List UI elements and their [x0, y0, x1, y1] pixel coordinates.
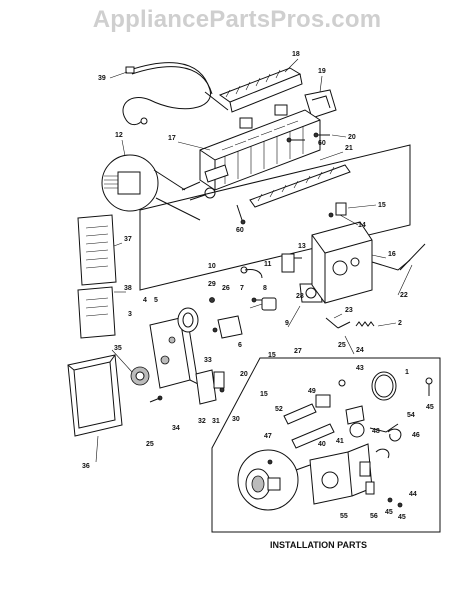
screw-20 — [313, 132, 330, 138]
wiring-harness — [122, 62, 229, 126]
callout-label: 52 — [275, 406, 283, 413]
callout-labels: 39 18 19 12 17 20 60 21 60 15 14 37 13 1… — [82, 51, 434, 521]
callout-label: 38 — [124, 285, 132, 292]
callout-label: 43 — [356, 365, 364, 372]
callout-label: 28 — [296, 293, 304, 300]
lever-24 — [325, 317, 351, 329]
callout-label: 15 — [260, 391, 268, 398]
callout-label: 30 — [232, 416, 240, 423]
switch-plate-assembly — [149, 369, 225, 405]
callout-label: 31 — [212, 418, 220, 425]
callout-label: 23 — [345, 307, 353, 314]
callout-label: 22 — [400, 292, 408, 299]
callout-label: 19 — [318, 68, 326, 75]
callout-label: 35 — [114, 345, 122, 352]
callout-label: 25 — [146, 441, 154, 448]
instruction-sheet-38 — [77, 286, 116, 339]
drive-motor — [177, 307, 199, 333]
callout-label: 12 — [115, 132, 123, 139]
callout-label: 4 — [143, 297, 147, 304]
clip-15 — [328, 202, 347, 218]
callout-label: 56 — [370, 513, 378, 520]
callout-label: 11 — [264, 261, 272, 268]
callout-label: 8 — [263, 285, 267, 292]
cable-clamps — [375, 428, 402, 459]
callout-label: 15 — [268, 352, 276, 359]
callout-label: 10 — [208, 263, 216, 270]
callout-label: 45 — [385, 509, 393, 516]
callout-label: 26 — [222, 285, 230, 292]
callout-label: 3 — [128, 311, 132, 318]
callout-label: 7 — [240, 285, 244, 292]
front-cover — [67, 354, 123, 437]
callout-label: 45 — [426, 404, 434, 411]
callout-label: 34 — [172, 425, 180, 432]
water-valve-switch-13 — [281, 253, 302, 273]
callout-label: 60 — [236, 227, 244, 234]
callout-label: 48 — [372, 428, 380, 435]
shutoff-bracket — [304, 89, 337, 119]
water-tube-fittings — [283, 379, 399, 449]
callout-label: 18 — [292, 51, 300, 58]
callout-label: 27 — [294, 348, 302, 355]
callout-label: 40 — [318, 441, 326, 448]
shutoff-arm — [240, 266, 263, 303]
small-fittings — [365, 377, 433, 508]
connector-detail-circle — [101, 154, 201, 221]
callout-label: 2 — [398, 320, 402, 327]
holding-switch — [209, 297, 243, 339]
callout-label: 32 — [198, 418, 206, 425]
water-fill-cup — [249, 164, 351, 208]
callout-label: 29 — [208, 281, 216, 288]
callout-label: 45 — [398, 514, 406, 521]
callout-label: 39 — [98, 75, 106, 82]
leader-lines — [95, 58, 413, 463]
thermostat-9 — [249, 297, 277, 311]
water-valve-assembly — [309, 443, 373, 505]
callout-label: 25 — [338, 342, 346, 349]
callout-label: 33 — [204, 357, 212, 364]
callout-label: 60 — [318, 140, 326, 147]
valve-detail-circle — [237, 449, 311, 511]
callout-label: 24 — [356, 347, 364, 354]
callout-label: 37 — [124, 236, 132, 243]
shutoff-rod — [399, 243, 426, 271]
callout-label: 5 — [154, 297, 158, 304]
callout-label: 47 — [264, 433, 272, 440]
installation-parts-title: INSTALLATION PARTS — [270, 540, 367, 550]
callout-label: 20 — [240, 371, 248, 378]
instruction-sheet-37 — [77, 214, 117, 286]
callout-label: 16 — [388, 251, 396, 258]
mounting-housing — [311, 221, 411, 304]
callout-label: 36 — [82, 463, 90, 470]
drive-gear — [130, 366, 150, 386]
ring-clamp — [371, 371, 397, 401]
callout-label: 55 — [340, 513, 348, 520]
callout-label: 44 — [409, 491, 417, 498]
callout-label: 46 — [412, 432, 420, 439]
callout-label: 6 — [238, 342, 242, 349]
ice-stripper — [218, 67, 303, 113]
callout-label: 15 — [378, 202, 386, 209]
spring-2 — [355, 321, 375, 327]
callout-label: 20 — [348, 134, 356, 141]
callout-label: 21 — [345, 145, 353, 152]
watermark: AppliancePartsPros.com — [92, 6, 382, 33]
installation-parts-box — [211, 357, 441, 533]
screw-60a — [286, 137, 305, 143]
callout-label: 49 — [308, 388, 316, 395]
callout-label: 41 — [336, 438, 344, 445]
callout-label: 1 — [405, 369, 409, 376]
screw-60b — [236, 204, 246, 225]
mounting-plate-outline — [139, 144, 411, 291]
callout-label: 17 — [168, 135, 176, 142]
callout-label: 14 — [358, 222, 366, 229]
callout-label: 9 — [285, 320, 289, 327]
callout-label: 13 — [298, 243, 306, 250]
callout-label: 54 — [407, 412, 415, 419]
